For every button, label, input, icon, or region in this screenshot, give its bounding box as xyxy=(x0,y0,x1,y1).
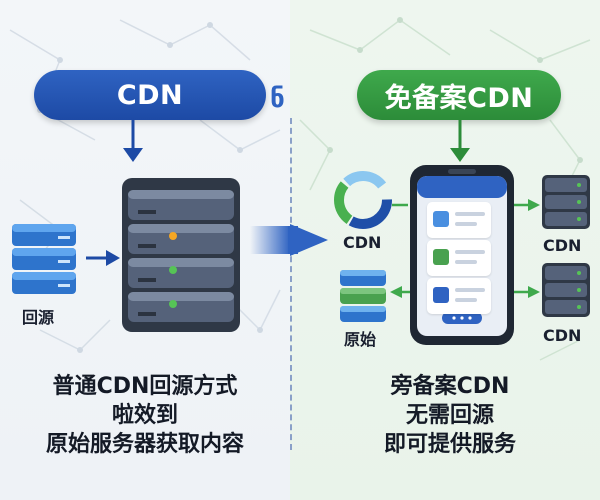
cdn-title-label: CDN xyxy=(116,79,184,111)
cdn-node-label: CDN xyxy=(343,233,382,252)
origin-server-icon xyxy=(12,224,76,294)
feed-card xyxy=(427,278,491,314)
filing-free-cdn-title-pill: 免备案CDN xyxy=(357,70,561,120)
separator-glyph-icon: ნ xyxy=(270,84,285,114)
phone-feed xyxy=(417,200,507,314)
big-arrow-right-icon xyxy=(250,226,290,254)
origin-label: 回源 xyxy=(22,308,55,327)
arrow-right-icon xyxy=(86,250,120,266)
filing-free-cdn-title-label: 免备案CDN xyxy=(384,82,534,114)
background-network-pattern-right xyxy=(299,17,591,361)
left-caption-line-3: 原始服务器获取内容 xyxy=(45,432,244,457)
cdn-server-stack-icon xyxy=(122,178,240,332)
left-diagram xyxy=(12,120,290,332)
app-tile-icon xyxy=(433,287,449,303)
text-line xyxy=(455,250,485,254)
origin-node-label: 原始 xyxy=(344,330,377,349)
cdn-server-top-right-icon xyxy=(542,175,590,229)
cdn-server-label-bottom: CDN xyxy=(543,326,582,345)
arrow-right-top-icon xyxy=(528,199,540,211)
left-caption-line-2: 啦效到 xyxy=(111,403,178,428)
text-line xyxy=(455,288,485,292)
app-tile-icon xyxy=(433,211,449,227)
text-line xyxy=(455,212,485,216)
app-tile-icon xyxy=(433,249,449,265)
left-caption-line-1: 普通CDN回源方式 xyxy=(52,374,238,399)
left-caption: 普通CDN回源方式 啦效到 原始服务器获取内容 xyxy=(0,372,290,459)
arrow-right-bottom-icon xyxy=(528,286,540,298)
arrow-left-bottom-icon xyxy=(390,286,402,298)
right-caption-line-2: 无需回源 xyxy=(405,403,494,428)
text-line xyxy=(455,298,477,302)
cdn-server-bottom-right-icon xyxy=(542,263,590,317)
text-line xyxy=(455,222,477,226)
text-line xyxy=(455,260,477,264)
feed-card xyxy=(427,240,491,276)
origin-server-small-icon xyxy=(340,270,386,322)
right-caption-line-3: 即可提供服务 xyxy=(383,432,516,457)
cdn-ring-icon xyxy=(334,171,392,229)
dashed-divider xyxy=(290,118,292,450)
right-caption: 旁备案CDN 无需回源 即可提供服务 xyxy=(300,372,600,459)
arrow-down-icon xyxy=(123,120,143,162)
cdn-title-pill: CDN xyxy=(34,70,266,120)
arrow-head-icon xyxy=(288,224,328,256)
feed-card xyxy=(427,202,491,238)
right-caption-line-1: 旁备案CDN xyxy=(390,374,510,399)
cdn-server-label-top: CDN xyxy=(543,236,582,255)
arrow-down-icon-right xyxy=(450,120,470,162)
